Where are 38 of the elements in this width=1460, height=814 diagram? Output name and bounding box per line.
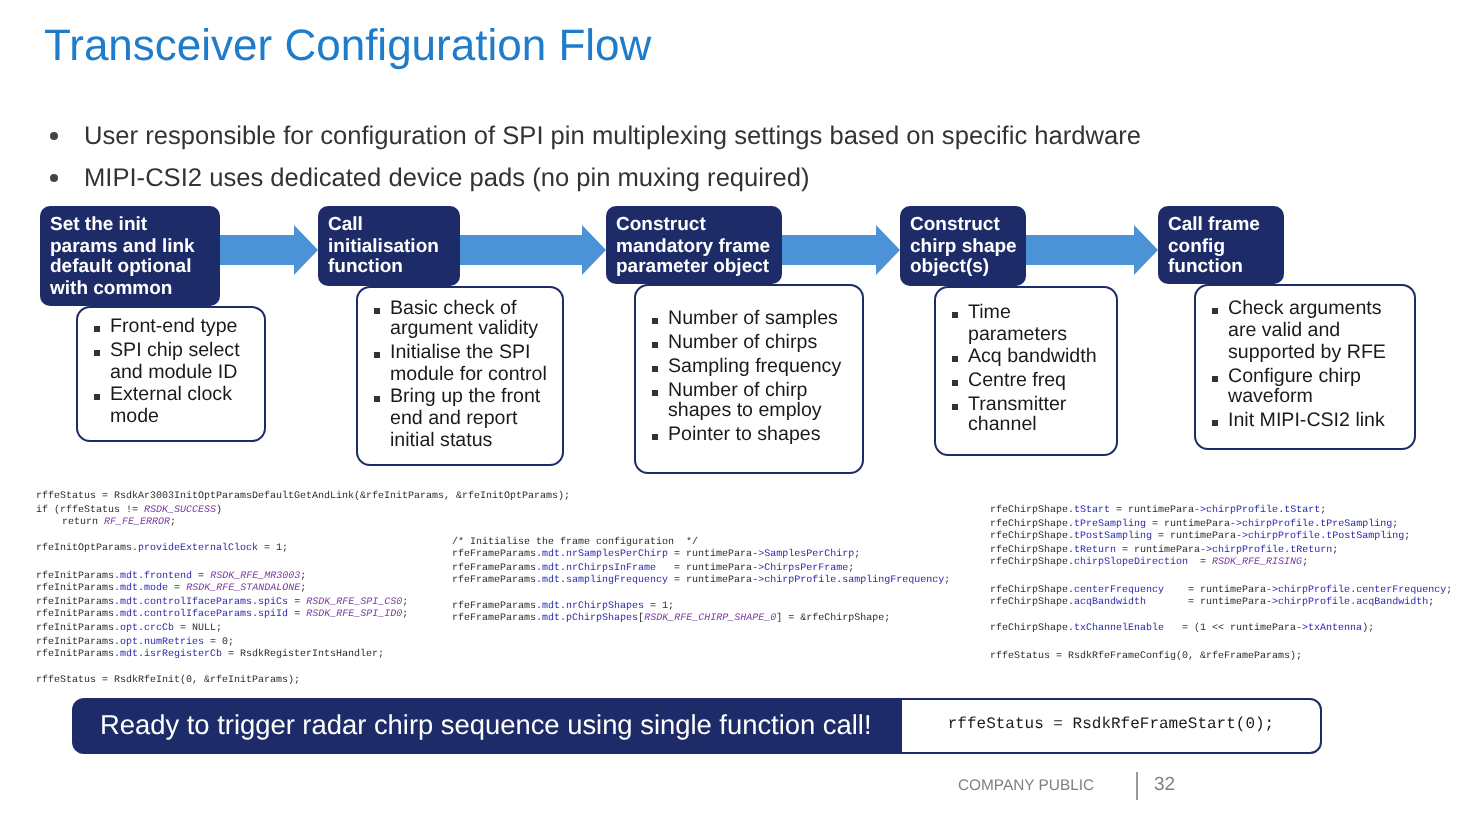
step-header: Set the init params and link default optional with common: [40, 206, 220, 306]
list-item: Acq bandwidth: [968, 348, 1097, 370]
step-header: Call initialisation function: [318, 206, 460, 286]
step-header: Construct chirp shape object(s): [900, 206, 1026, 286]
arrow: [1026, 225, 1158, 275]
detail-card: [1194, 284, 1416, 450]
list-item: SPI chip select and module ID: [110, 341, 242, 385]
step-header: Construct mandatory frame parameter object: [606, 206, 782, 284]
list-item: Number of samples: [668, 310, 838, 333]
page-title: Transceiver Configuration Flow: [44, 20, 652, 72]
list-item: Time parameters: [968, 303, 1070, 347]
detail-card: [934, 286, 1118, 456]
callout-banner: Ready to trigger radar chirp sequence using single function call!: [72, 698, 900, 754]
list-item: Sampling frequency: [668, 357, 842, 379]
arrow: [220, 225, 318, 275]
bullet-text: User responsible for configuration of SPI pin multiplexing settings based on specific hardware: [84, 120, 1142, 152]
step-header: Call frame config function: [1158, 206, 1284, 284]
bullet-text: MIPI-CSI2 uses dedicated device pads (no pin muxing required): [84, 162, 810, 194]
page-number: 32: [1154, 774, 1176, 798]
list-item: Transmitter channel: [968, 395, 1069, 439]
list-item: External clock mode: [110, 386, 234, 430]
list-item: Centre freq: [968, 372, 1067, 394]
list-item: Bring up the front end and report initial status: [390, 388, 543, 453]
list-item: Number of chirps: [668, 334, 818, 356]
detail-card: [356, 286, 564, 466]
list-item: Init MIPI-CSI2 link: [1228, 411, 1385, 434]
list-item: Check arguments are valid and supported by RFE: [1228, 300, 1388, 365]
list-item: Initialise the SPI module for control: [390, 343, 549, 387]
code-box: rffeStatus = RsdkRfeFrameStart(0);: [900, 698, 1322, 754]
arrow: [460, 225, 606, 275]
list-item: Front-end type: [110, 318, 238, 340]
list-item: Basic check of argument validity: [390, 299, 541, 342]
list-item: Number of chirp shapes to employ: [668, 381, 824, 424]
detail-card: [76, 306, 266, 442]
arrow: [782, 225, 900, 275]
list-item: Configure chirp waveform: [1228, 367, 1363, 410]
list-item: Pointer to shapes: [668, 425, 821, 448]
detail-card: [634, 284, 864, 474]
